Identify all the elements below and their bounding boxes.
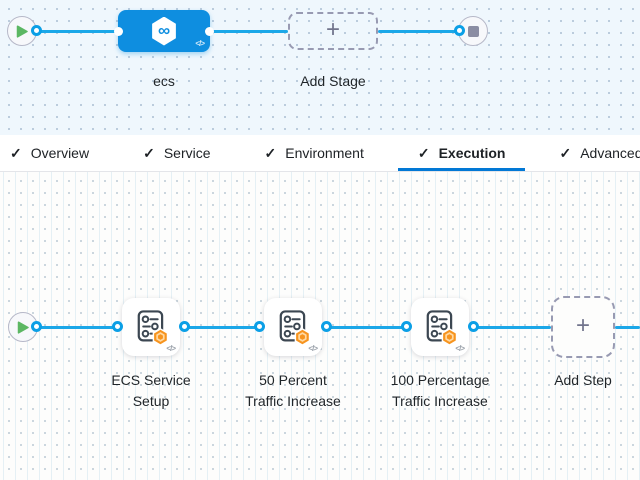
step-node-50-percent-traffic[interactable]: </> (264, 298, 322, 356)
step-config-icon (426, 310, 458, 346)
connector-line (469, 326, 551, 329)
stop-icon (467, 25, 479, 37)
connector-line (615, 326, 640, 329)
tab-label: Environment (285, 145, 364, 161)
step-config-icon (137, 310, 169, 346)
tab-service[interactable]: ✓ Service (123, 135, 230, 171)
step-name-label: 100 Percentage Traffic Increase (390, 372, 490, 409)
connector-point (112, 321, 123, 332)
code-icon: </> (195, 39, 205, 48)
connector-line (180, 326, 264, 329)
tab-execution[interactable]: ✓ Execution (398, 135, 526, 171)
check-icon: ✓ (264, 144, 277, 161)
connector-point (31, 25, 42, 36)
tab-label: Overview (30, 145, 90, 161)
step-node-ecs-service-setup[interactable]: </> (122, 298, 180, 356)
plus-icon: + (325, 16, 340, 43)
connector-point (454, 25, 465, 36)
connector-line (36, 30, 120, 33)
check-icon: ✓ (10, 144, 22, 161)
tab-label: Advanced (580, 145, 640, 161)
aws-ecs-badge-icon (443, 329, 456, 345)
add-stage-button[interactable]: + (288, 12, 378, 50)
step-config-icon (279, 310, 311, 346)
tab-environment[interactable]: ✓ Environment (245, 135, 384, 171)
tab-label: Execution (438, 145, 506, 161)
node-port (114, 26, 123, 36)
code-icon: </> (455, 344, 465, 353)
add-step-button[interactable]: + (551, 296, 615, 358)
tab-overview[interactable]: ✓ Overview (0, 135, 109, 171)
connector-point (401, 321, 412, 332)
connector-point (179, 321, 190, 332)
play-icon (17, 320, 29, 334)
connector-point (31, 321, 42, 332)
code-icon: </> (308, 344, 318, 353)
connector-line (322, 326, 411, 329)
connector-point (254, 321, 265, 332)
step-name-label: 50 Percent Traffic Increase (245, 372, 341, 409)
check-icon: ✓ (417, 144, 430, 161)
stage-node-ecs[interactable]: ∞ </> (114, 10, 214, 52)
check-icon: ✓ (143, 144, 155, 161)
add-stage-label: Add Stage (300, 73, 366, 89)
harness-deploy-icon: ∞ (152, 16, 176, 46)
aws-ecs-badge-icon (154, 329, 167, 345)
connector-line (36, 326, 122, 329)
connector-point (468, 321, 479, 332)
aws-ecs-badge-icon (296, 329, 309, 345)
node-port (205, 26, 214, 36)
add-step-label: Add Step (554, 372, 612, 388)
stage-config-tabs: ✓ Overview ✓ Service ✓ Environment ✓ Exe… (0, 135, 640, 172)
check-icon: ✓ (559, 144, 572, 161)
execution-graph-canvas: </> </> (0, 172, 640, 480)
stage-name-label: ecs (153, 73, 175, 89)
step-node-100-percentage-traffic[interactable]: </> (411, 298, 469, 356)
connector-line (210, 30, 288, 33)
tab-label: Service (163, 145, 211, 161)
stage-graph-canvas: ∞ </> + ecs Add Stage (0, 0, 640, 135)
tab-advanced[interactable]: ✓ Advanced (539, 135, 640, 171)
step-name-label: ECS Service Setup (111, 372, 191, 409)
connector-line (378, 30, 462, 33)
code-icon: </> (166, 344, 176, 353)
plus-icon: + (575, 312, 590, 339)
connector-point (321, 321, 332, 332)
play-icon (16, 24, 28, 38)
